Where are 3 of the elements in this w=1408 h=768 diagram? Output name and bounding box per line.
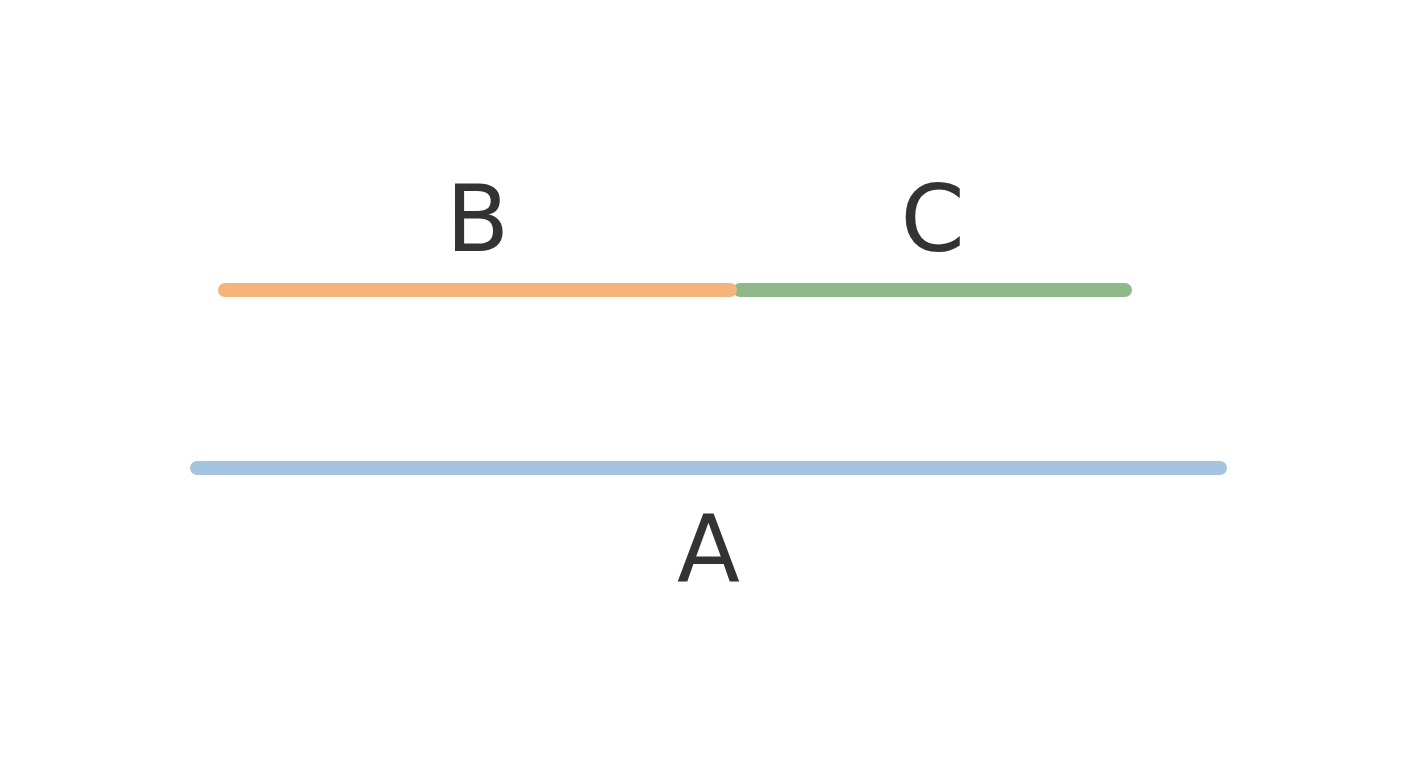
- segment-label: B: [445, 174, 510, 266]
- segment-label: C: [900, 174, 965, 266]
- segment-label: A: [677, 504, 740, 596]
